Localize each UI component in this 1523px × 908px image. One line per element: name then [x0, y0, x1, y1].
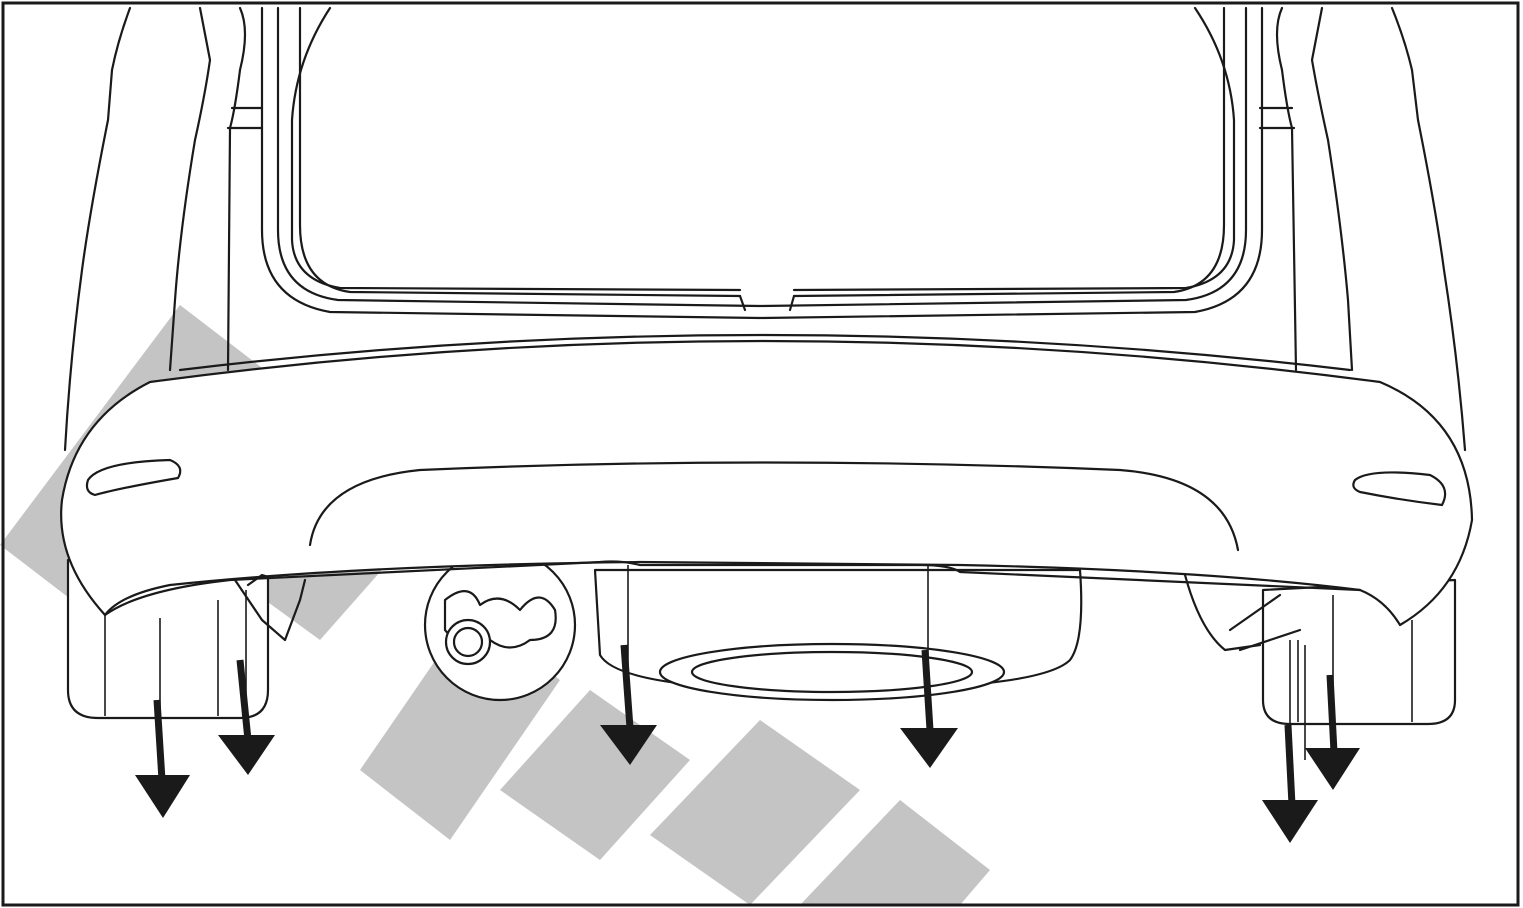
spare-wheel: [593, 568, 1083, 702]
arrow-4: [900, 565, 958, 768]
watermark-stroke-6: [650, 720, 860, 905]
arrow-6: [1305, 595, 1360, 790]
rear-bumper-cover: [60, 339, 1474, 652]
tow-hitch: [423, 548, 577, 702]
right-reflector: [1352, 471, 1447, 507]
arrow-3: [600, 565, 657, 765]
watermark-stroke-7: [800, 800, 990, 905]
arrow-2: [218, 590, 275, 775]
car-body: [63, 6, 1467, 452]
arrow-5: [1262, 640, 1318, 843]
removal-arrows: [135, 565, 1360, 843]
arrow-1: [135, 618, 190, 818]
left-reflector: [85, 458, 182, 497]
